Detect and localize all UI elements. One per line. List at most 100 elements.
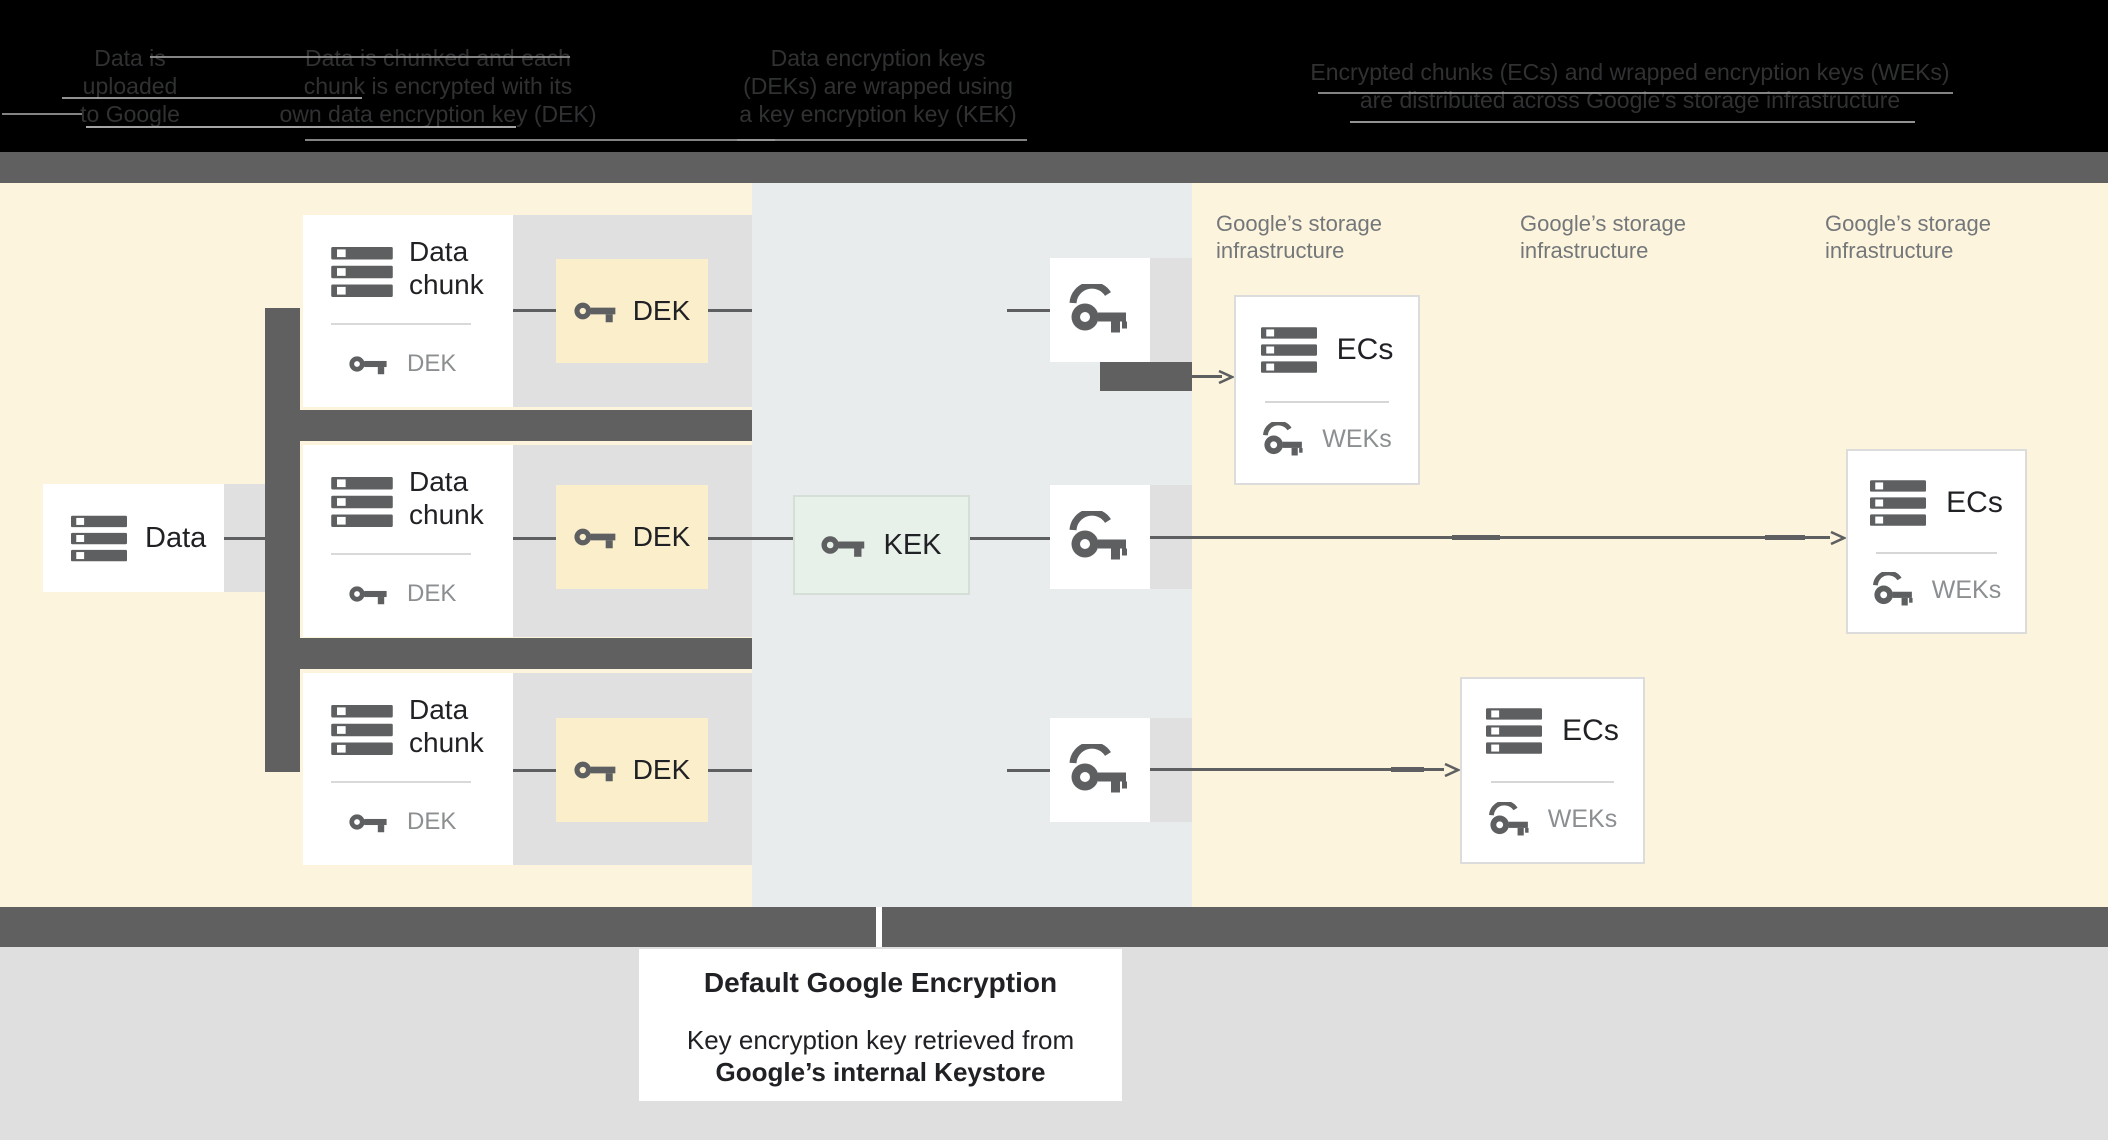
caption-box: Default Google Encryption Key encryption… [639,949,1122,1101]
data-stack-icon [1260,327,1317,373]
chunk-dek-label: DEK [407,808,457,835]
ecs-label: ECs [1336,332,1394,366]
storage-infrastructure-label: Google’s storage infrastructure [1825,210,2015,264]
arrow-dash [1452,535,1500,540]
chunk-dek-row: DEK [349,580,456,608]
key-icon [574,761,616,782]
chunk-fork-band [300,410,752,441]
storage-infrastructure-label: Google’s storage infrastructure [1216,210,1406,264]
arrow-line [1150,768,1444,771]
connector-line [970,537,1050,540]
storage-label-line: infrastructure [1216,238,1345,263]
process-step-2: Data is chunked and each chunk is encryp… [278,44,598,128]
weks-label: WEKs [1547,805,1618,834]
dek-box-label: DEK [632,754,691,785]
divider [331,553,471,555]
step-1-line: Data is [94,45,166,71]
chunk-dek-row: DEK [349,808,456,836]
ecs-title-row: ECs [1462,708,1643,755]
dek-box-label: DEK [632,521,691,552]
caption-line: Key encryption key retrieved from [686,1025,1075,1055]
storage-label-line: Google’s storage [1216,211,1382,236]
data-stack-icon [1870,480,1927,526]
key-wrap-box [1050,258,1150,362]
key-icon [349,814,387,833]
storage-label-line: Google’s storage [1825,211,1991,236]
kek-box-label: KEK [883,528,942,561]
arrow-right-icon [1829,530,1846,546]
ecs-label: ECs [1562,714,1619,748]
key-wrap-box [1050,718,1150,822]
chunk-dek-label: DEK [407,580,457,607]
data-chunk-label: Data chunk [409,466,484,530]
caption-connector [876,907,882,947]
weks-label: WEKs [1931,575,2002,604]
wrapped-key-icon [1068,511,1132,563]
arrow-dash [1765,535,1805,540]
divider [1876,552,1997,555]
header-band: Data is uploaded to Google Data is chunk… [0,0,2108,152]
underline-artifact [1350,121,1915,123]
key-icon [349,356,387,375]
key-icon [349,586,387,605]
divider [331,781,471,783]
connector-line [1007,309,1050,312]
underline-artifact [150,56,570,58]
data-chunk-box: Data chunk DEK [303,445,513,637]
connector-line [1007,769,1050,772]
key-icon [574,528,616,549]
step-1-line: uploaded [82,73,178,99]
step-2-line: own data encryption key (DEK) [279,101,597,127]
ecs-weks-row: WEKs [1236,422,1418,458]
wrap-output-band [1100,362,1192,391]
data-chunk-label: Data chunk [409,694,484,758]
underline-artifact [86,126,516,128]
wrapped-key-icon [1068,284,1132,336]
underline-artifact [1318,92,1953,94]
caption-title: Default Google Encryption [703,967,1058,998]
key-wrap-box [1050,485,1150,589]
ecs-weks-row: WEKs [1462,802,1643,838]
chunk-dek-label: DEK [407,350,457,377]
connector-line [708,769,752,772]
divider [1490,781,1615,784]
dek-box: DEK [556,259,708,363]
dek-box: DEK [556,485,708,589]
process-step-4: Encrypted chunks (ECs) and wrapped encry… [1300,58,1960,114]
wrapped-key-icon [1068,744,1132,796]
connector-line [513,537,556,540]
chunk-dek-row: DEK [349,350,456,378]
ecs-title-row: ECs [1236,327,1418,373]
step-4-line: Encrypted chunks (ECs) and wrapped encry… [1310,59,1950,85]
underline-artifact [737,139,1027,141]
step-2-line: Data is chunked and each [305,45,571,71]
storage-label-line: Google’s storage [1520,211,1686,236]
ecs-box: ECs WEKs [1234,295,1420,485]
storage-label-line: infrastructure [1520,238,1649,263]
underline-artifact [62,97,362,99]
data-chunk-label: Data chunk [409,236,484,300]
data-box-label: Data [145,521,207,554]
arrow-right-icon [1217,369,1234,385]
connector-line [513,309,556,312]
data-stack-icon [331,477,393,527]
connector-line [708,309,752,312]
key-icon [821,536,865,557]
ecs-weks-row: WEKs [1848,572,2025,608]
storage-infrastructure-label: Google’s storage infrastructure [1520,210,1710,264]
ecs-box: ECs WEKs [1460,677,1645,864]
process-step-3: Data encryption keys (DEKs) are wrapped … [713,44,1043,128]
connector-line [513,769,556,772]
data-stack-icon [71,515,127,561]
data-chunk-box: Data chunk DEK [303,215,513,407]
step-3-line: Data encryption keys [770,45,986,71]
kek-box: KEK [793,495,970,595]
chunk-fork-band [300,638,752,669]
ecs-box: ECs WEKs [1846,449,2027,634]
arrow-line [1192,375,1222,378]
top-divider-bar [0,152,2108,183]
key-icon [574,302,616,323]
caption-line: Google’s internal Keystore [715,1057,1046,1087]
process-step-1: Data is uploaded to Google [30,44,230,128]
